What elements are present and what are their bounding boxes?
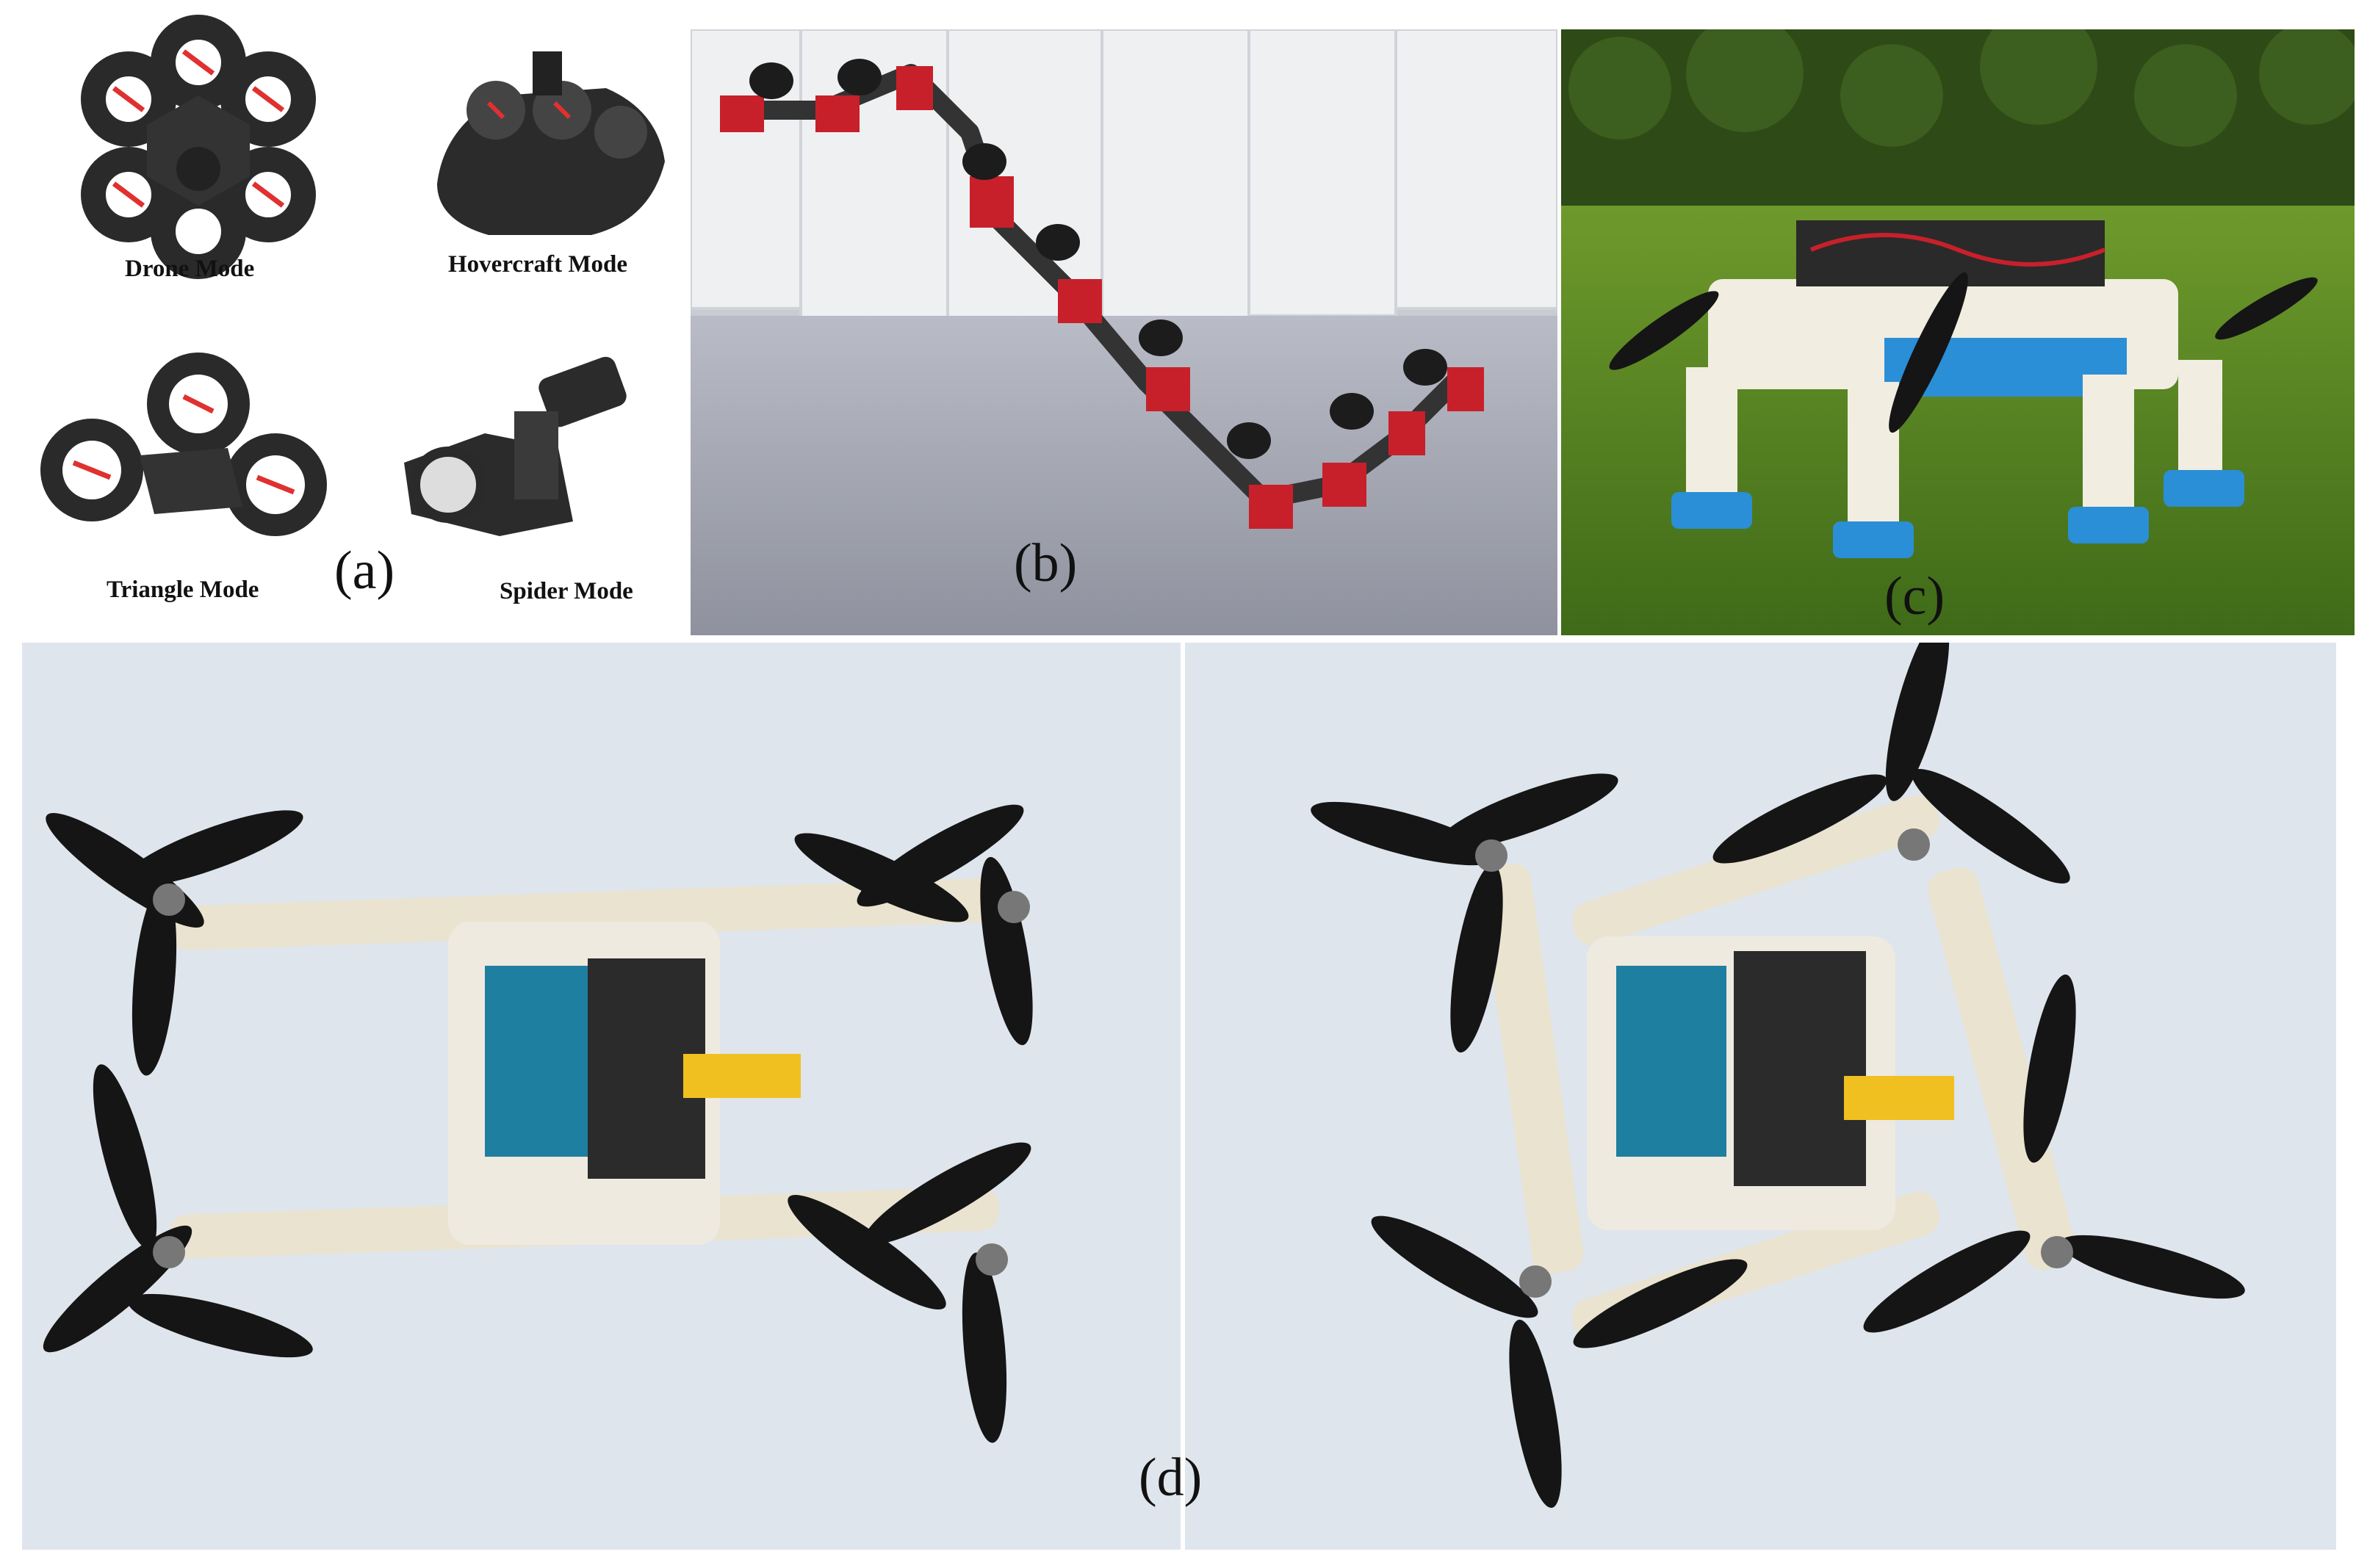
hovercraft-mode-image — [437, 51, 665, 235]
panel-c-illustration — [1561, 29, 2355, 635]
panel-d: (d) — [22, 643, 2336, 1550]
caption-a: (a) — [334, 541, 395, 601]
panel-d-illustration — [43, 643, 2245, 1550]
hovercraft-mode-label: Hovercraft Mode — [448, 251, 628, 278]
caption-d: (d) — [1139, 1448, 1203, 1508]
panel-a: Drone Mode Hovercraft Mode Triangle Mode… — [0, 0, 687, 635]
panel-a-illustration — [40, 15, 665, 536]
drone-mode-label: Drone Mode — [125, 256, 255, 282]
robot-extended — [43, 804, 1033, 1443]
spider-mode-image — [404, 356, 627, 536]
triangle-mode-label: Triangle Mode — [107, 577, 259, 603]
drone-mode-image — [81, 15, 316, 279]
legged-robot — [1609, 220, 2318, 558]
caption-c: (c) — [1884, 566, 1945, 626]
caption-b: (b) — [1014, 533, 1078, 593]
spider-mode-label: Spider Mode — [500, 578, 633, 604]
panel-c: (c) — [1561, 29, 2355, 635]
triangle-mode-image — [40, 353, 327, 536]
panel-b: (b) — [691, 29, 1557, 635]
robot-folded — [1311, 643, 2245, 1509]
panel-b-illustration — [691, 29, 1557, 635]
